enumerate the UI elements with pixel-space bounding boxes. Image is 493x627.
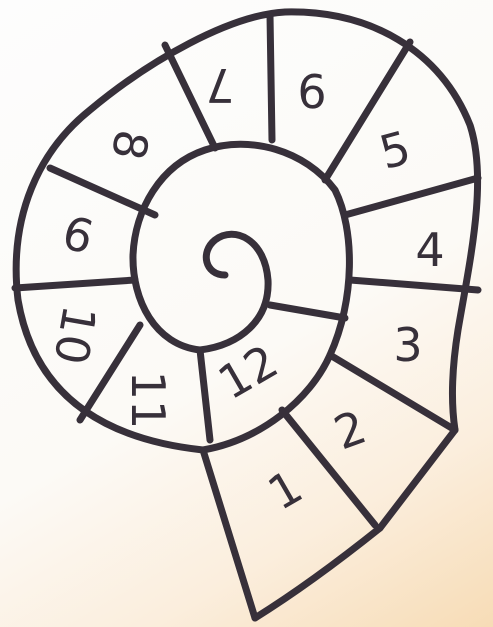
cell-7-label: 7 (205, 58, 234, 112)
spiral-center-curl (200, 234, 268, 350)
cell-4-label: 4 (415, 223, 444, 277)
spiral-inner-line (255, 528, 380, 618)
cell-6-label: 6 (57, 205, 99, 265)
cell-3-label: 3 (393, 318, 422, 372)
cell-2-label: 2 (327, 400, 373, 461)
cell-labels: 1 2 3 4 5 6 7 8 9 10 11 12 (43, 58, 444, 521)
cell-8-label: 8 (101, 126, 159, 164)
cell-9-label: 9 (297, 63, 326, 117)
spiral-middle-line (380, 430, 455, 528)
cell-5-label: 5 (374, 120, 416, 180)
cell-11-label: 11 (121, 371, 175, 430)
cell-dividers (15, 15, 478, 525)
cell-10-label: 10 (43, 301, 106, 368)
cell-1-label: 1 (259, 459, 311, 520)
